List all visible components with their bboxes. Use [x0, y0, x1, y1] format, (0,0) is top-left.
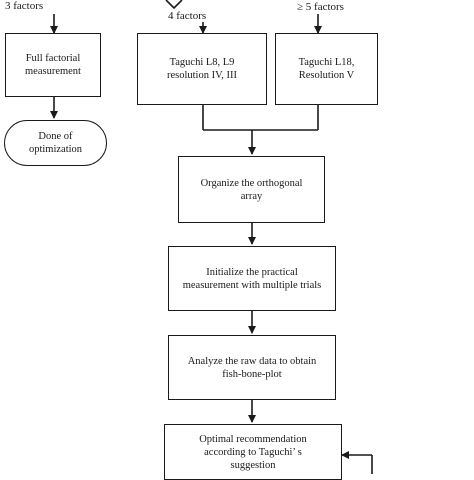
box-organize-orthogonal-array: Organize the orthogonal array [178, 156, 325, 223]
box-taguchi-l8-l9-text: Taguchi L8, L9 resolution IV, III [166, 57, 238, 81]
decision-diamond-tip [165, 0, 183, 10]
box-taguchi-l18-text: Taguchi L18, Resolution V [298, 57, 355, 81]
box-initialize-measurement: Initialize the practical measurement wit… [168, 246, 336, 311]
box-organize-text: Organize the orthogonal array [200, 177, 303, 202]
box-analyze-text: Analyze the raw data to obtain fish-bone… [187, 355, 317, 380]
branch-label-5-factors: ≥ 5 factors [297, 1, 344, 13]
box-analyze-raw-data: Analyze the raw data to obtain fish-bone… [168, 335, 336, 400]
terminal-done-text: Done of optimization [28, 131, 83, 155]
box-initialize-text: Initialize the practical measurement wit… [182, 266, 322, 291]
terminal-done-of-optimization: Done of optimization [4, 120, 107, 166]
box-taguchi-l18: Taguchi L18, Resolution V [275, 33, 378, 105]
branch-label-4-factors: 4 factors [168, 10, 207, 22]
box-taguchi-l8-l9: Taguchi L8, L9 resolution IV, III [137, 33, 267, 105]
branch-label-3-factors: 3 factors [5, 0, 44, 12]
box-full-factorial-measurement: Full factorial measurement [5, 33, 101, 97]
box-optimal-recommendation: Optimal recommendation according to Tagu… [164, 424, 342, 480]
box-optimal-text: Optimal recommendation according to Tagu… [199, 434, 307, 471]
box-full-factorial-text: Full factorial measurement [25, 53, 81, 77]
